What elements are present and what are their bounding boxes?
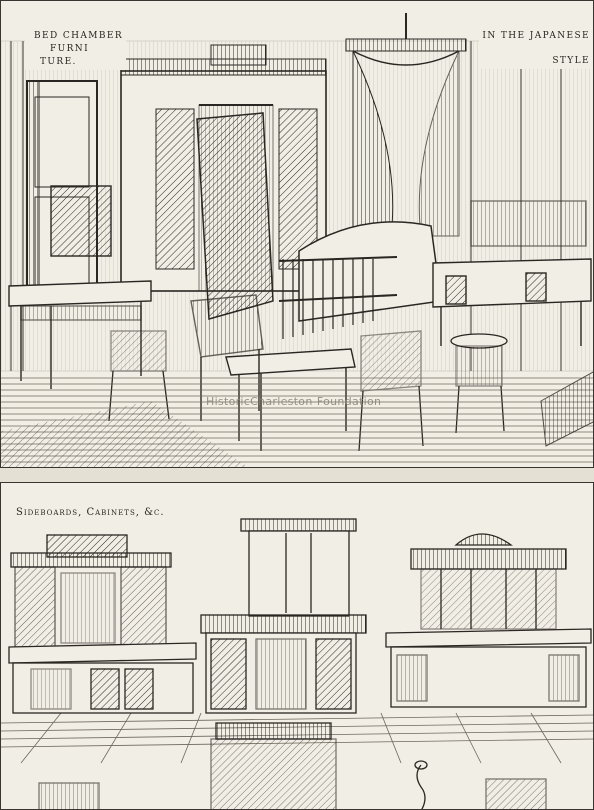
urn: [414, 760, 428, 809]
sideboards-engraving: [1, 518, 593, 809]
settee: [432, 200, 592, 346]
caption-line-2: Furni: [50, 44, 90, 54]
caption-line-3: ture.: [40, 57, 77, 67]
caption-sideboards: Sideboards, Cabinets, &c.: [13, 505, 168, 520]
caption-bed-chamber: Bed Chamber Furni ture.: [25, 29, 127, 70]
cabinet-centre: [200, 518, 367, 714]
caption-line-1: In the Japanese: [482, 31, 590, 41]
caption-line-2: Style: [552, 56, 590, 66]
plate-gap: [0, 468, 594, 482]
cabinet-lower-centre: [210, 722, 337, 809]
bed-chamber-plate: Bed Chamber Furni ture. In the Japanese …: [0, 0, 594, 468]
folding-screen: [196, 112, 274, 320]
sideboard-left: [8, 534, 197, 714]
cabinet-lower-right: [485, 778, 547, 809]
canopy-bed: [278, 13, 467, 339]
watermark: HistoricCharleston-Foundation: [206, 395, 382, 408]
chair-left: [108, 330, 170, 422]
caption-line-1: Bed Chamber: [34, 31, 124, 41]
stool-right: [540, 371, 593, 447]
bed-chamber-engraving: [1, 13, 593, 467]
sideboards-plate: Sideboards, Cabinets, &c.: [0, 482, 594, 810]
rug: [1, 401, 249, 467]
sideboard-right: [385, 533, 592, 708]
caption-japanese-style: In the Japanese Style: [479, 29, 593, 69]
cabinet-lower-left: [38, 782, 100, 809]
